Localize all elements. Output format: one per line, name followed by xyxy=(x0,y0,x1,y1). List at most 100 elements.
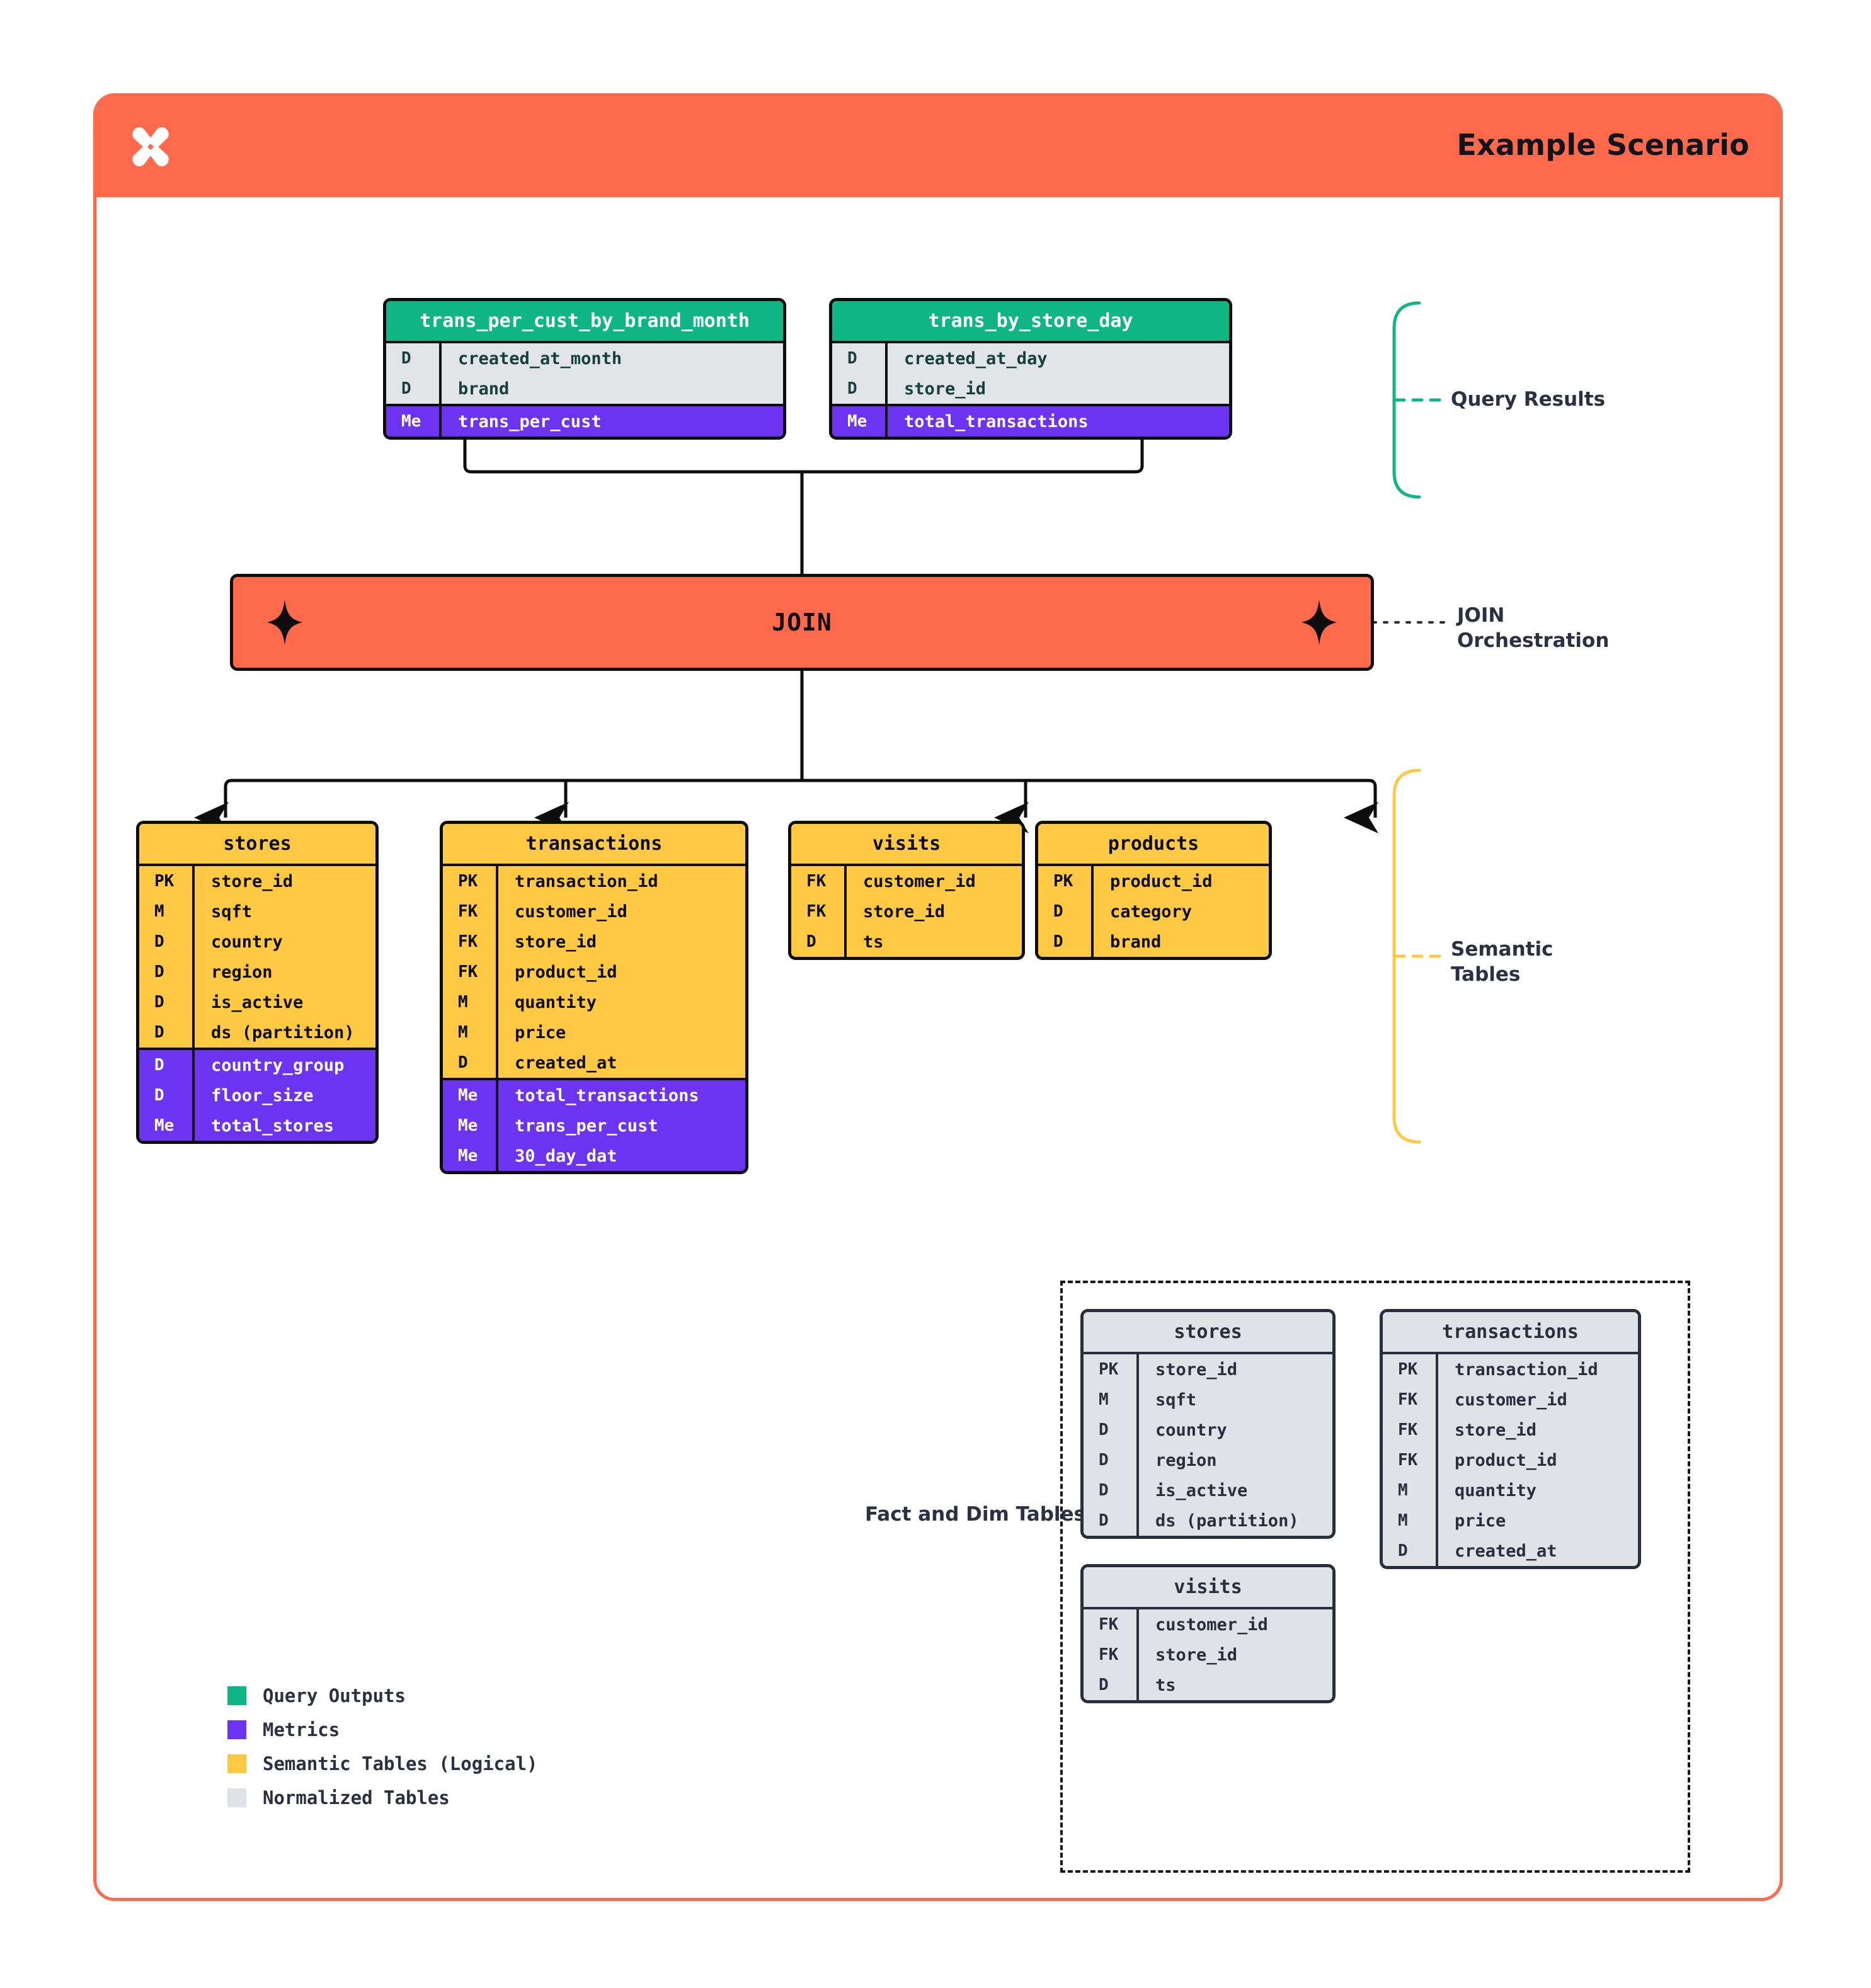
row-key: M xyxy=(154,902,164,921)
row-value: customer_id xyxy=(1136,1609,1332,1640)
row-key: D xyxy=(154,963,164,981)
legend-label: Normalized Tables xyxy=(263,1787,450,1808)
annotation-fact-and-dim: Fact and Dim Tables xyxy=(864,1503,1085,1526)
row-value: store_id xyxy=(885,374,1229,404)
annotation-line-1: Semantic xyxy=(1451,938,1553,961)
row-value: 30_day_dat xyxy=(496,1141,745,1171)
row-value: ds (partition) xyxy=(1136,1505,1332,1536)
row-value: product_id xyxy=(496,957,745,987)
row-value: store_id xyxy=(496,927,745,957)
row-value: product_id xyxy=(1091,866,1269,896)
dimension-group: D created_at_day D store_id xyxy=(832,343,1229,404)
row-key: M xyxy=(1398,1481,1408,1500)
row-value: created_at_day xyxy=(885,343,1229,374)
row-key: D xyxy=(154,993,164,1012)
row-value: is_active xyxy=(1136,1475,1332,1505)
row-value: total_stores xyxy=(192,1111,375,1141)
row-value: store_id xyxy=(1136,1354,1332,1385)
table-title: transactions xyxy=(1383,1312,1638,1352)
diagram-canvas: trans_per_cust_by_brand_month D created_… xyxy=(96,96,1780,1898)
row-value: store_id xyxy=(844,896,1022,927)
query-result-table-trans-by-store-day[interactable]: trans_by_store_day D created_at_day D st… xyxy=(829,298,1232,440)
table-title: trans_by_store_day xyxy=(832,301,1229,341)
row-value: ts xyxy=(1136,1670,1332,1700)
row-value: created_at xyxy=(1436,1536,1638,1566)
row-key: D xyxy=(401,379,411,398)
row-key: D xyxy=(1053,932,1063,951)
row-key: PK xyxy=(458,872,478,891)
row-key: D xyxy=(1099,1451,1109,1470)
sparkle-icon xyxy=(267,600,302,645)
row-key: Me xyxy=(458,1086,478,1105)
annotation-line-2: Tables xyxy=(1451,963,1521,986)
table-row: D brand xyxy=(386,374,783,404)
diagram-frame: Example Scenario xyxy=(93,93,1783,1901)
row-value: price xyxy=(496,1017,745,1048)
row-key: D xyxy=(806,932,816,951)
row-key: PK xyxy=(154,872,175,891)
metric-group: Me trans_per_cust xyxy=(386,404,783,437)
row-key: D xyxy=(1053,902,1063,921)
row-key: D xyxy=(458,1053,468,1072)
row-value: total_transactions xyxy=(496,1080,745,1111)
legend-item-semantic-tables: Semantic Tables (Logical) xyxy=(227,1747,538,1781)
row-value: floor_size xyxy=(192,1080,375,1111)
butterfly-x-logo-icon xyxy=(128,124,173,169)
row-value: store_id xyxy=(1136,1640,1332,1670)
query-result-table-trans-per-cust[interactable]: trans_per_cust_by_brand_month D created_… xyxy=(383,298,786,440)
row-key: D xyxy=(1398,1541,1408,1560)
row-value: transaction_id xyxy=(1436,1354,1638,1385)
row-key: D xyxy=(154,932,164,951)
row-value: category xyxy=(1091,896,1269,927)
row-key: FK xyxy=(806,872,827,891)
legend-swatch-query-outputs xyxy=(227,1686,246,1705)
row-value: product_id xyxy=(1436,1445,1638,1475)
legend-label: Query Outputs xyxy=(263,1685,406,1706)
row-value: ts xyxy=(844,927,1022,957)
row-key: D xyxy=(1099,1420,1109,1439)
row-key: PK xyxy=(1398,1360,1418,1379)
join-orchestration-bar[interactable]: JOIN xyxy=(230,574,1374,671)
row-key: D xyxy=(401,349,411,368)
app-header: Example Scenario xyxy=(96,96,1780,197)
fact-and-dim-container xyxy=(1060,1281,1690,1873)
row-value: store_id xyxy=(192,866,375,896)
legend-item-normalized-tables: Normalized Tables xyxy=(227,1781,538,1815)
table-row: PK transaction_id xyxy=(1383,1354,1638,1385)
